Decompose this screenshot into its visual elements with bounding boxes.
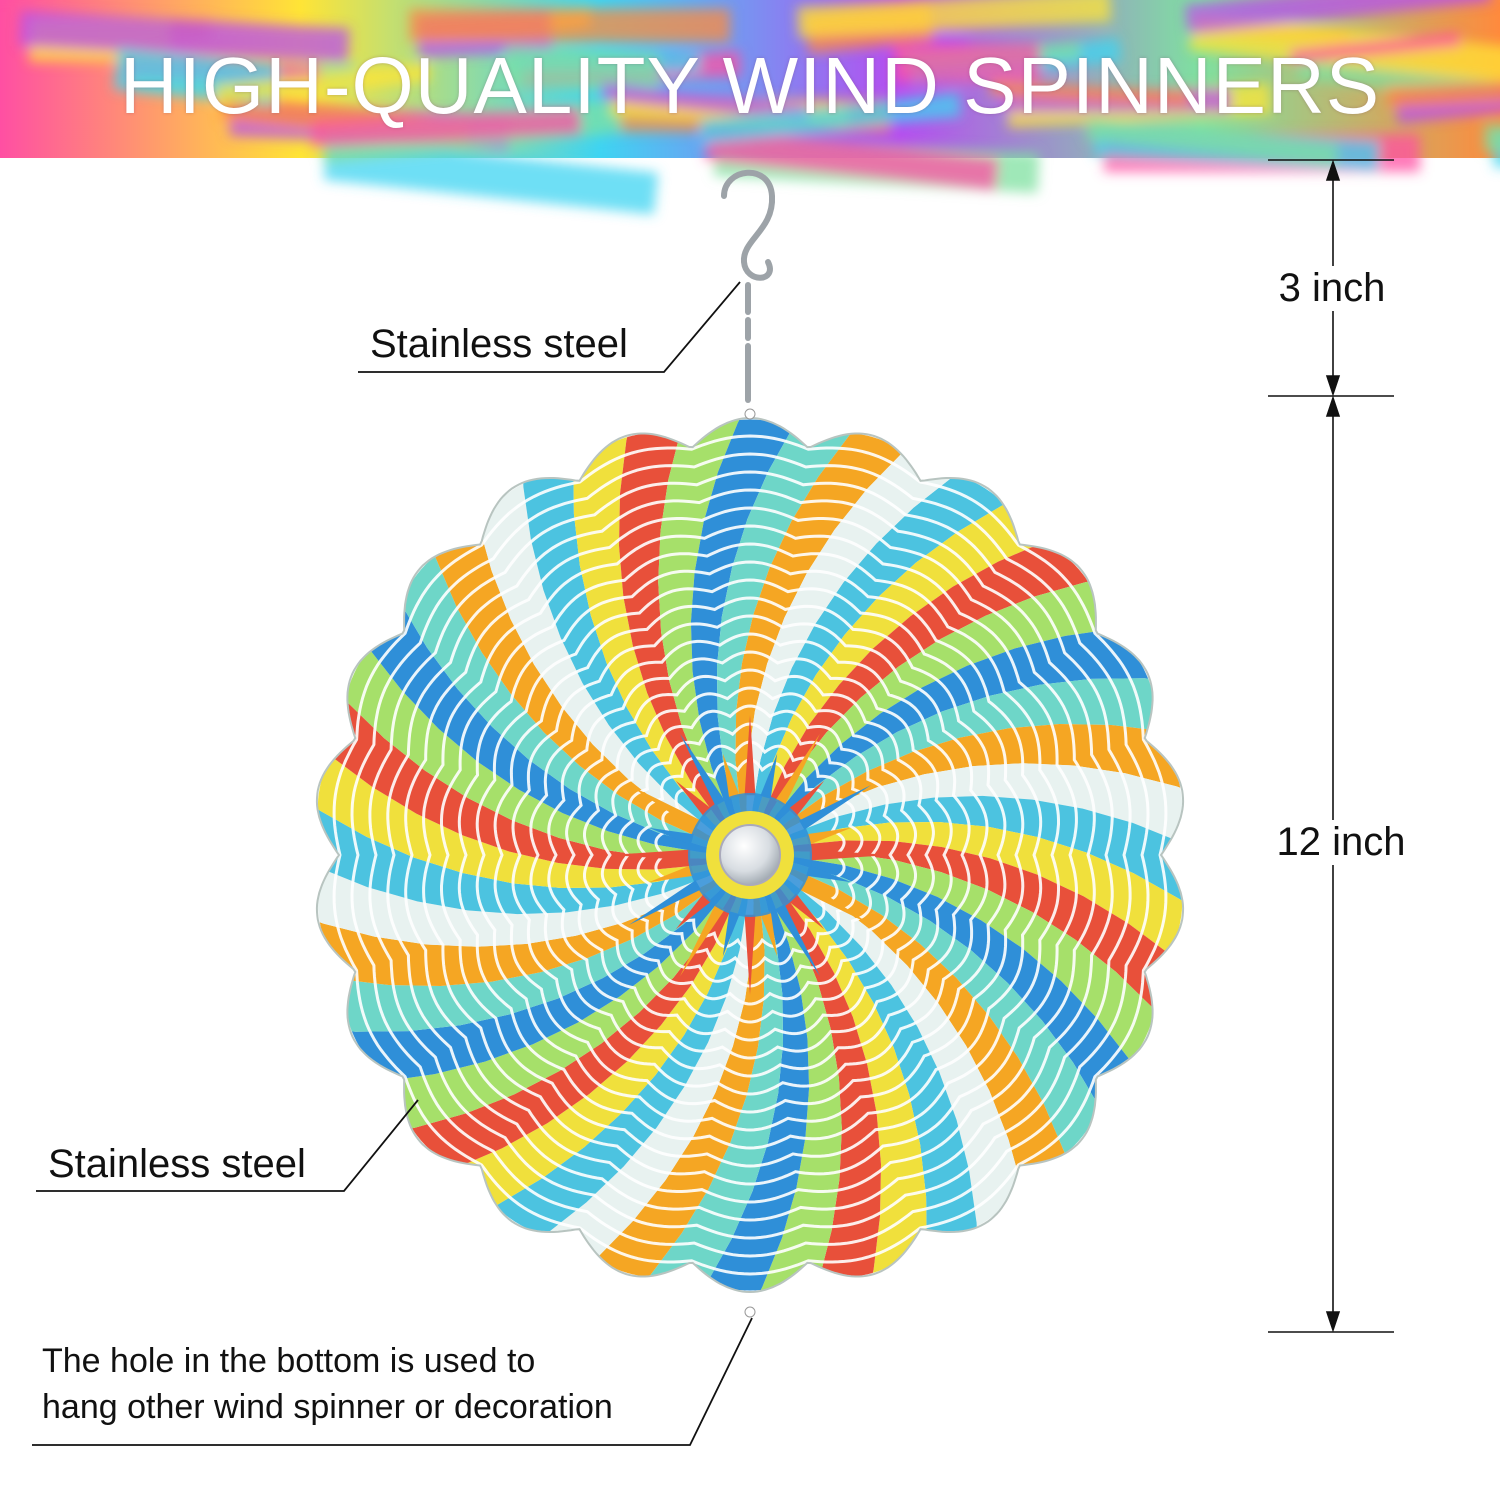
disc-material-label: Stainless steel [48,1142,306,1186]
s-hook [721,169,776,403]
hole-description-line-1: The hole in the bottom is used to [42,1342,536,1380]
rainbow-banner [0,0,1500,215]
wind-spinner-disc [315,408,1185,1318]
hole-description-line-2: hang other wind spinner or decoration [42,1388,613,1426]
hook-material-label: Stainless steel [370,322,628,366]
hook-length-label: 3 inch [1262,266,1402,311]
diameter-label: 12 inch [1258,820,1424,865]
banner-title: HIGH-QUALITY WIND SPINNERS [119,41,1381,130]
bottom-hole [744,1306,756,1318]
dimension-markers [1268,159,1394,1333]
crystal-bead [719,824,781,886]
top-hole [744,408,756,420]
callout-leaders [32,281,753,1446]
